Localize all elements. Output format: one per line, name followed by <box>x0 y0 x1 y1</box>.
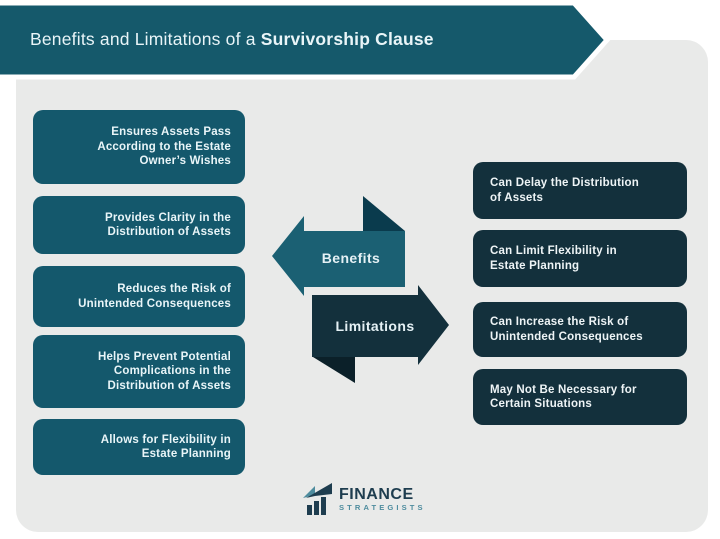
page-title: Benefits and Limitations of a Survivorsh… <box>30 0 434 78</box>
header-ribbon-shape <box>0 0 611 80</box>
benefit-box-1: Ensures Assets Pass According to the Est… <box>33 110 245 184</box>
benefits-arrow-fold <box>363 196 405 231</box>
page-title-bold: Survivorship Clause <box>260 28 434 49</box>
header-ribbon <box>0 0 611 80</box>
benefit-box-4: Helps Prevent Potential Complications in… <box>33 335 245 408</box>
brand-logo: FINANCE STRATEGISTS <box>302 481 426 516</box>
limitation-box-1: Can Delay the Distribution of Assets <box>473 162 687 219</box>
limitation-box-2: Can Limit Flexibility in Estate Planning <box>473 230 687 287</box>
brand-chart-icon <box>303 483 332 515</box>
brand-name-primary: FINANCE <box>339 485 414 503</box>
limitation-box-3: Can Increase the Risk of Unintended Cons… <box>473 302 687 357</box>
benefit-box-5: Allows for Flexibility in Estate Plannin… <box>33 419 245 475</box>
benefits-arrow-label: Benefits <box>321 250 381 266</box>
benefits-limitations-arrows <box>272 196 449 383</box>
limitations-arrow-label: Limitations <box>335 318 415 334</box>
brand-name-secondary: STRATEGISTS <box>339 502 426 512</box>
page-title-regular: Benefits and Limitations of a <box>30 28 261 49</box>
limitations-arrow-fold <box>313 357 355 383</box>
benefits-arrow-left-icon <box>272 216 405 296</box>
brand-wordmark: FINANCE STRATEGISTS <box>339 486 426 512</box>
limitation-box-4: May Not Be Necessary for Certain Situati… <box>473 369 687 425</box>
benefit-box-2: Provides Clarity in the Distribution of … <box>33 196 245 254</box>
benefit-box-3: Reduces the Risk of Unintended Consequen… <box>33 266 245 327</box>
limitations-arrow-right-icon <box>312 285 449 365</box>
